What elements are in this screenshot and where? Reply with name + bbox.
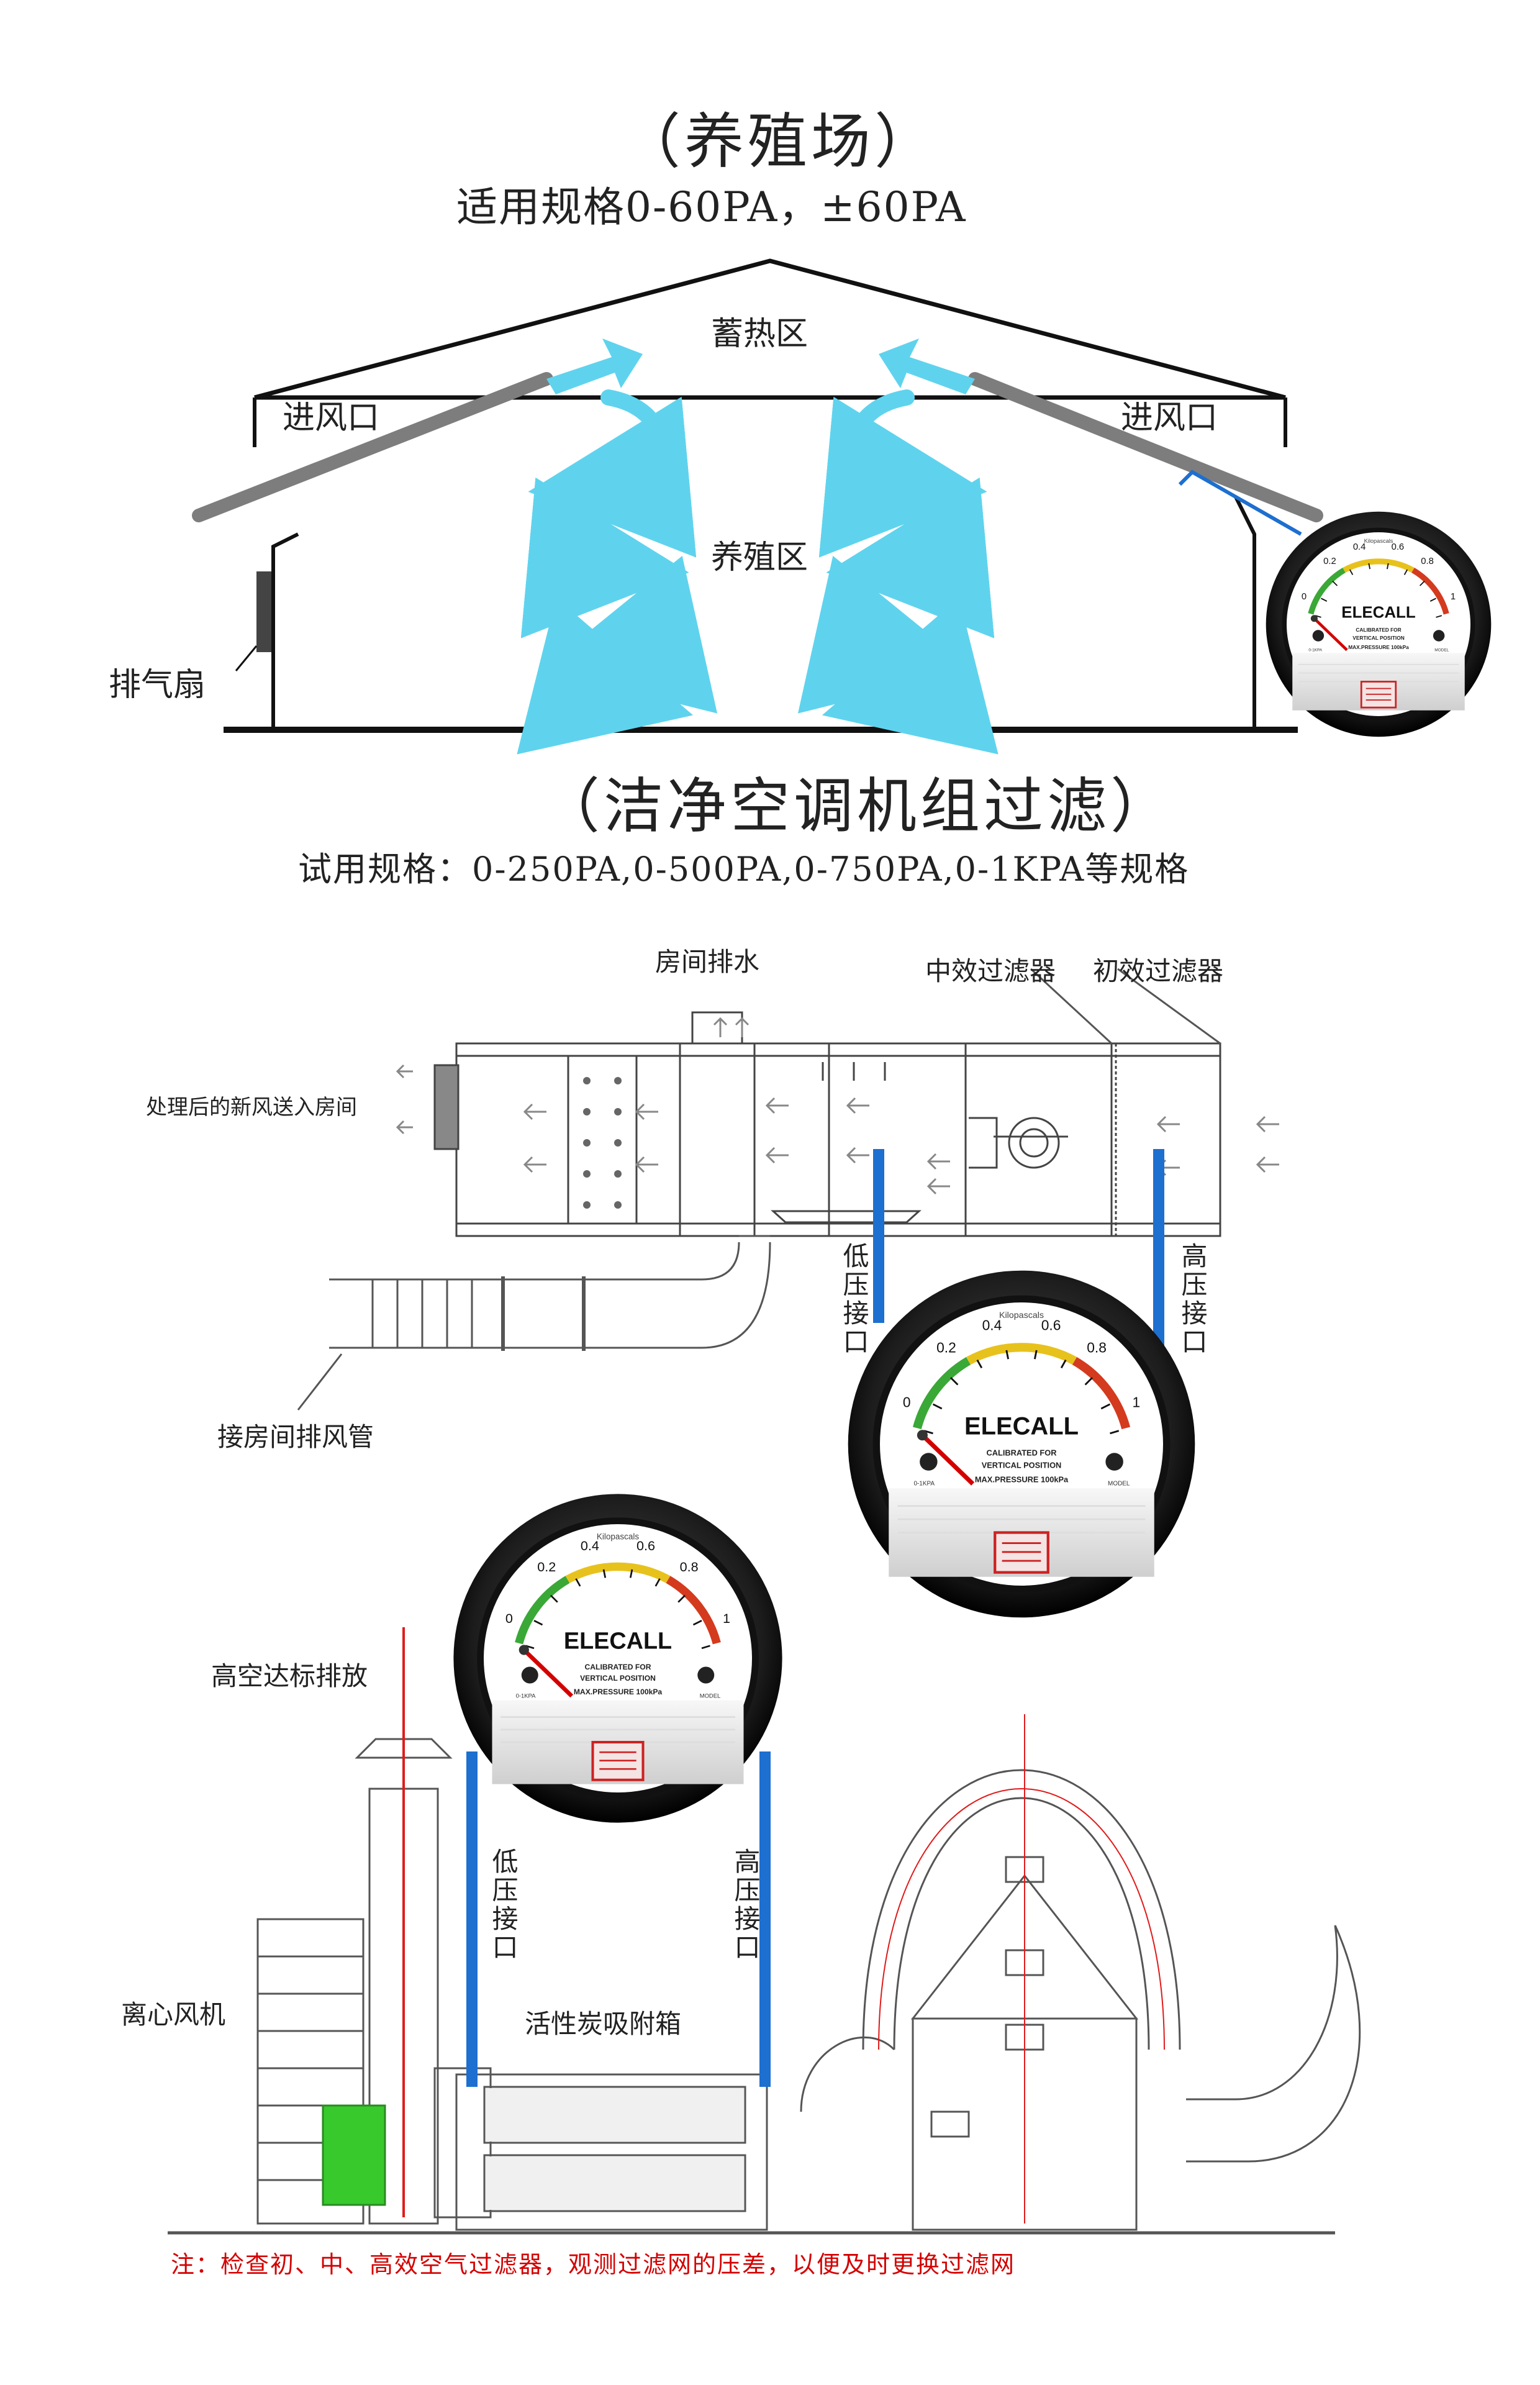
mid-filter-label: 中效过滤器 bbox=[925, 956, 1056, 986]
gauge-ahu-tick-label: 0.6 bbox=[1041, 1317, 1061, 1333]
ahu-spec: 试用规格：0-250PA,0-500PA,0-750PA,0-1KPA等规格 bbox=[298, 850, 1190, 889]
gauge-farm-calib-2: VERTICAL POSITION bbox=[1352, 635, 1405, 642]
gauge-farm-model-right: MODEL bbox=[1434, 648, 1449, 653]
gauge-ahu-tick-label: 0 bbox=[902, 1394, 911, 1411]
room-exhaust-duct-label: 接房间排风管 bbox=[217, 1422, 374, 1452]
gauge-carbon-tick-label: 1 bbox=[723, 1610, 731, 1627]
centrifugal-fan-label: 离心风机 bbox=[121, 1999, 226, 2030]
gauge-farm-tick-label: 0.2 bbox=[1323, 556, 1336, 567]
inlet-left-label: 进风口 bbox=[283, 399, 380, 437]
gauge-farm-tick-label: 0 bbox=[1301, 592, 1307, 602]
gauge-farm-tick-label: 0.4 bbox=[1352, 542, 1366, 553]
exhaust-duct bbox=[297, 1235, 771, 1411]
primary-filter-label: 初效过滤器 bbox=[1093, 956, 1224, 986]
footer-note: 注：检查初、中、高效空气过滤器，观测过滤网的压差，以便及时更换过滤网 bbox=[171, 2251, 1016, 2278]
gauge-carbon-calib-2: VERTICAL POSITION bbox=[580, 1674, 656, 1683]
farm-title: （养殖场） bbox=[621, 107, 938, 176]
heat-zone-label: 蓄热区 bbox=[711, 316, 808, 353]
gauge-farm-subbrand: Kilopascals bbox=[1364, 537, 1393, 544]
gauge-carbon-subbrand: Kilopascals bbox=[596, 1532, 640, 1542]
gauge-carbon-tick-label: 0.4 bbox=[580, 1538, 599, 1554]
gauge-farm-tick-label: 0.8 bbox=[1421, 556, 1434, 567]
airflow-swirls-right bbox=[797, 389, 999, 755]
room-drain-label: 房间排水 bbox=[655, 947, 760, 977]
gauge-farm-model-left: 0-1KPA bbox=[1308, 648, 1323, 653]
exhaust-fan-label: 排气扇 bbox=[109, 666, 206, 704]
high-altitude-label: 高空达标排放 bbox=[211, 1661, 368, 1691]
carbon-pressure-tubes bbox=[466, 1751, 771, 2087]
heat-arrows bbox=[546, 338, 975, 394]
carbon-high-port-label: 高压接口 bbox=[730, 1848, 761, 1962]
gauge-carbon-brand: ELECALL bbox=[563, 1628, 673, 1655]
gauge-ahu-calib-1: CALIBRATED FOR bbox=[986, 1448, 1057, 1458]
gauge-carbon bbox=[453, 1494, 782, 1822]
gauge-farm-max: MAX.PRESSURE 100kPa bbox=[1348, 644, 1409, 650]
gauge-farm-calib-1: CALIBRATED FOR bbox=[1356, 627, 1402, 634]
flow-arrows-ahu bbox=[396, 1017, 1279, 1195]
gauge-ahu-tick-label: 0.8 bbox=[1087, 1339, 1107, 1356]
gauge-ahu-tick-label: 0.2 bbox=[936, 1339, 956, 1356]
farm-spec: 适用规格0-60PA，±60PA bbox=[456, 183, 967, 231]
inlet-right-label: 进风口 bbox=[1121, 399, 1218, 437]
ahu-low-port-label: 低压接口 bbox=[839, 1242, 869, 1356]
gauge-ahu-model-right: MODEL bbox=[1108, 1480, 1130, 1488]
gauge-ahu-calib-2: VERTICAL POSITION bbox=[981, 1460, 1062, 1470]
airflow-swirls-left bbox=[517, 389, 718, 755]
gauge-farm-tick-label: 1 bbox=[1450, 592, 1456, 602]
gauge-ahu-max: MAX.PRESSURE 100kPa bbox=[974, 1474, 1069, 1484]
ahu-high-port-label: 高压接口 bbox=[1177, 1242, 1208, 1356]
centrifugal-fan-body bbox=[322, 2104, 386, 2206]
gauge-ahu-model-left: 0-1KPA bbox=[913, 1480, 935, 1488]
fresh-air-label: 处理后的新风送入房间 bbox=[146, 1095, 357, 1120]
ahu-title: （洁净空调机组过滤） bbox=[540, 771, 1174, 841]
farm-building bbox=[224, 258, 1298, 733]
gauge-ahu bbox=[848, 1271, 1195, 1618]
gauge-ahu-brand: ELECALL bbox=[964, 1412, 1079, 1440]
gauge-carbon-tick-label: 0.8 bbox=[679, 1559, 699, 1575]
ahu-unit bbox=[433, 968, 1221, 1237]
gauge-ahu-tick-label: 0.4 bbox=[982, 1317, 1002, 1333]
carbon-low-port-label: 低压接口 bbox=[488, 1848, 519, 1962]
carbon-box-fill bbox=[486, 2088, 744, 2210]
ahu-pressure-tubes bbox=[873, 1149, 1164, 1354]
gauge-carbon-max: MAX.PRESSURE 100kPa bbox=[573, 1688, 663, 1696]
gauge-farm bbox=[1266, 512, 1492, 737]
sensor-tube-farm bbox=[1178, 470, 1302, 536]
stack-redlines bbox=[402, 1627, 1165, 2224]
gauge-carbon-tick-label: 0 bbox=[505, 1610, 513, 1627]
gauge-carbon-model-right: MODEL bbox=[699, 1692, 721, 1700]
inlet-baffles bbox=[192, 372, 1323, 522]
gauge-carbon-tick-label: 0.2 bbox=[537, 1559, 556, 1575]
gauge-ahu-subbrand: Kilopascals bbox=[999, 1311, 1044, 1321]
carbon-box-label: 活性炭吸附箱 bbox=[525, 2009, 682, 2039]
gauge-ahu-tick-label: 1 bbox=[1132, 1394, 1141, 1411]
gauge-farm-brand: ELECALL bbox=[1341, 604, 1416, 621]
coil-dots bbox=[583, 1077, 622, 1209]
gauge-carbon-tick-label: 0.6 bbox=[636, 1538, 656, 1554]
gauge-carbon-model-left: 0-1KPA bbox=[515, 1692, 536, 1700]
breed-zone-label: 养殖区 bbox=[711, 539, 808, 576]
gauge-carbon-calib-1: CALIBRATED FOR bbox=[584, 1662, 651, 1671]
gauge-farm-tick-label: 0.6 bbox=[1391, 542, 1405, 553]
